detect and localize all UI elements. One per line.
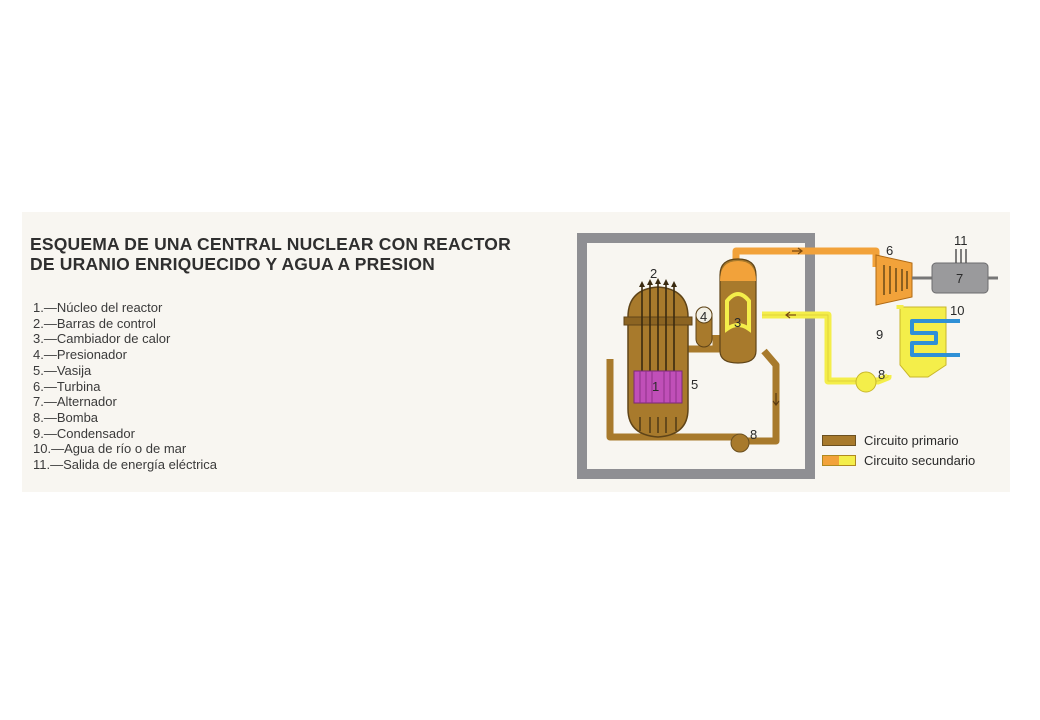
legend-item-turbine: 6.—Turbina (33, 378, 101, 394)
figure-title: ESQUEMA DE UNA CENTRAL NUCLEAR CON REACT… (30, 234, 550, 274)
label-core: 1 (652, 379, 659, 394)
label-water: 10 (950, 303, 964, 318)
coolant-flow-arrows (639, 417, 677, 433)
label-pressurizer: 4 (700, 309, 707, 324)
pressurizer-top (695, 306, 713, 324)
label-pump-primary: 8 (750, 427, 757, 442)
legend-item-condenser: 9.—Condensador (33, 425, 135, 441)
key-primary-label: Circuito primario (864, 432, 959, 448)
component-legend: 1.—Núcleo del reactor 2.—Barras de contr… (33, 300, 293, 473)
circuit-key: Circuito primario Circuito secundario (822, 430, 975, 470)
label-condenser: 9 (876, 327, 883, 342)
secondary-swatch (822, 454, 856, 466)
flow-arrow-feedwater (785, 311, 796, 319)
heat-exchanger-tubes (725, 292, 751, 333)
primary-hot-leg (688, 335, 720, 353)
label-heat-exchanger: 3 (734, 315, 741, 330)
control-rods-icon (641, 282, 675, 373)
secondary-pump-icon (855, 371, 877, 393)
flow-arrow-primary (772, 393, 780, 406)
key-secondary-label: Circuito secundario (864, 452, 976, 468)
legend-item-alternator: 7.—Alternador (33, 394, 117, 410)
control-rod-tips (639, 278, 677, 287)
feedwater-line-outline (762, 314, 889, 382)
nuclear-plant-diagram: 1 2 3 4 5 6 7 8 8 9 10 11 (577, 233, 998, 479)
label-pump-secondary: 8 (878, 367, 885, 382)
title-line-2: DE URANIO ENRIQUECIDO Y AGUA A PRESION (30, 254, 435, 274)
label-control-rods: 2 (650, 266, 657, 281)
condenser-coil (910, 319, 960, 357)
flow-arrow-steam (792, 247, 803, 255)
legend-item-control-rods: 2.—Barras de control (33, 315, 156, 331)
label-alternator: 7 (956, 271, 963, 286)
legend-item-vessel: 5.—Vasija (33, 362, 92, 378)
reactor-core-icon (633, 370, 683, 404)
legend-item-pressurizer: 4.—Presionador (33, 347, 127, 363)
turbine-blades (883, 265, 908, 295)
legend-item-electric-output: 11.—Salida de energía eléctrica (33, 457, 218, 473)
legend-item-water: 10.—Agua de río o de mar (33, 441, 187, 457)
key-primary: Circuito primario (822, 430, 975, 450)
title-line-1: ESQUEMA DE UNA CENTRAL NUCLEAR CON REACT… (30, 234, 511, 254)
legend-item-pump: 8.—Bomba (33, 409, 99, 425)
legend-item-core: 1.—Núcleo del reactor (33, 300, 163, 315)
legend-item-heat-exchanger: 3.—Cambiador de calor (33, 331, 171, 347)
label-vessel: 5 (691, 377, 698, 392)
steam-generator-icon (719, 258, 757, 364)
primary-pump-icon (730, 433, 750, 453)
primary-swatch (822, 434, 856, 446)
core-fuel-lines (639, 371, 677, 403)
key-secondary: Circuito secundario (822, 450, 975, 470)
feedwater-line (762, 311, 892, 385)
label-electric-output: 11 (954, 233, 968, 248)
steam-generator-upper (720, 261, 756, 281)
containment-building (577, 233, 815, 479)
turbine-icon (875, 254, 913, 306)
electric-output-icon (955, 249, 967, 263)
label-turbine: 6 (886, 243, 893, 258)
